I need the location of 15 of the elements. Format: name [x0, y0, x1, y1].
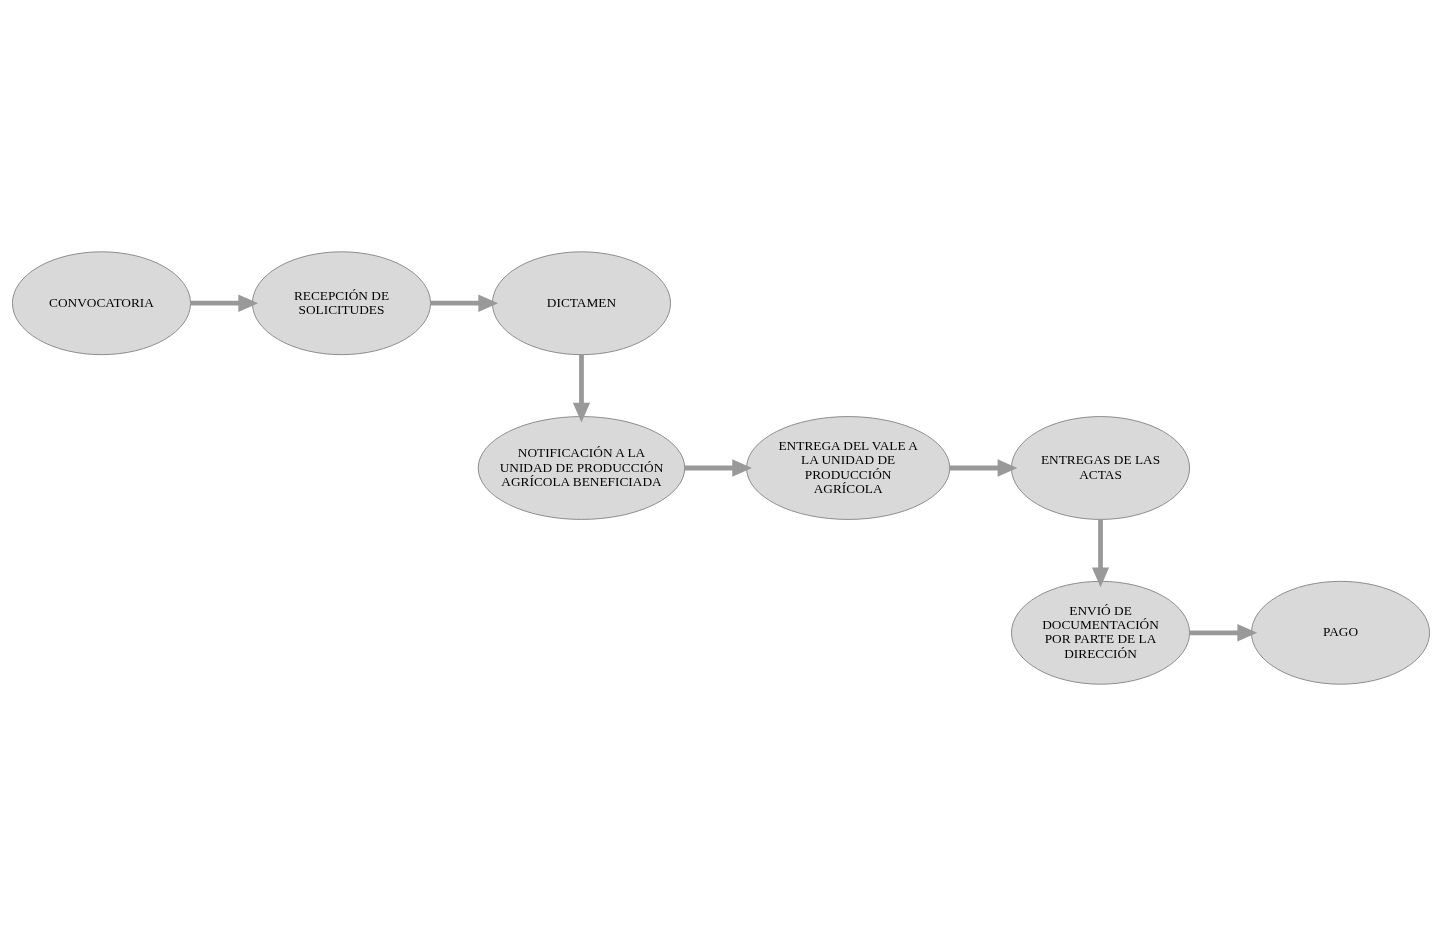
- node-ellipse: ENTREGA DEL VALE A LA UNIDAD DE PRODUCCIÓN AGRÍCOLA: [746, 416, 951, 520]
- arrow: [572, 354, 591, 423]
- arrow: [949, 459, 1018, 477]
- node-ellipse: PAGO: [1251, 580, 1431, 685]
- node-ellipse: ENTREGAS DE LAS ACTAS: [1011, 416, 1191, 520]
- node-ellipse: ENVIÓ DE DOCUMENTACIÓN POR PARTE DE LA DIRECCIÓN: [1011, 580, 1191, 685]
- arrow: [430, 294, 499, 312]
- node-ellipse: RECEPCIÓN DE SOLICITUDES: [251, 251, 431, 356]
- node-ellipse: NOTIFICACIÓN A LA UNIDAD DE PRODUCCIÓN AGRÍCOLA BENEFICIADA: [477, 416, 686, 520]
- node-ellipse: DICTAMEN: [491, 251, 671, 356]
- arrow: [1091, 519, 1110, 588]
- arrow: [684, 459, 753, 477]
- arrow: [190, 294, 259, 312]
- arrow: [1189, 624, 1258, 642]
- node-ellipse: CONVOCATORIA: [11, 251, 191, 356]
